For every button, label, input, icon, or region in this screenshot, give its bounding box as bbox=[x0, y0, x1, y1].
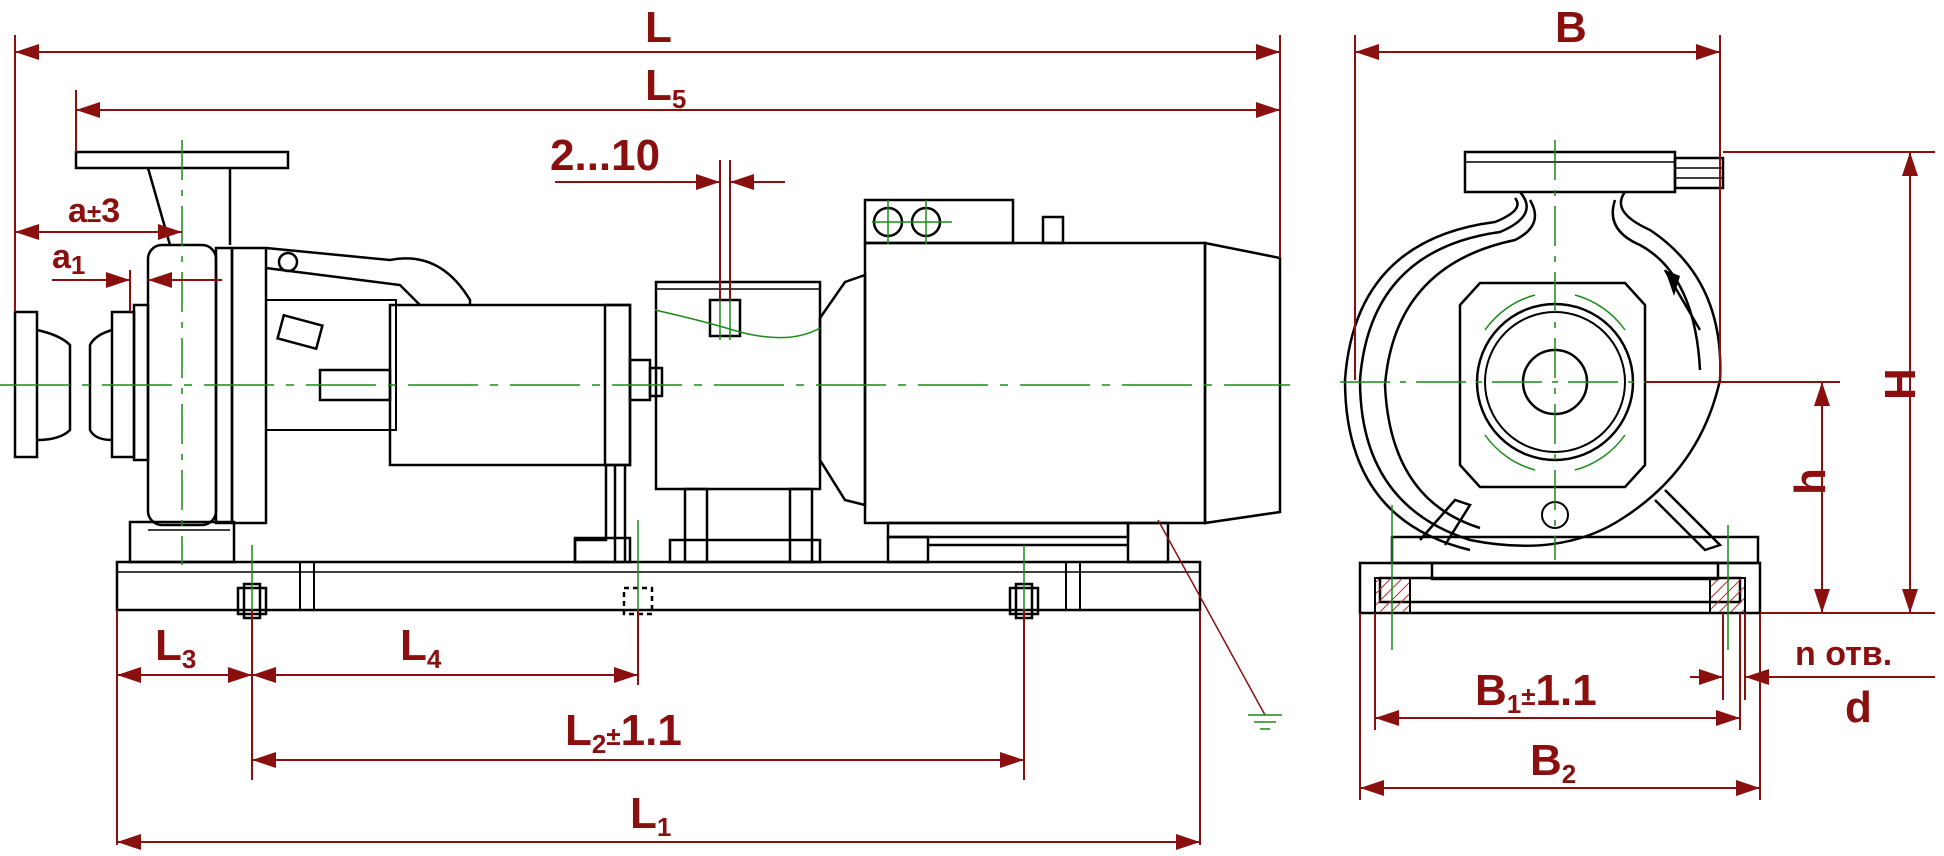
end-view-labels: B H h B1±1.1 B2 n отв. d bbox=[1475, 3, 1925, 789]
label-L3: L3 bbox=[155, 621, 196, 674]
label-d: d bbox=[1845, 683, 1872, 732]
label-holes: n отв. bbox=[1795, 635, 1892, 673]
label-B2: B2 bbox=[1530, 736, 1576, 789]
label-B: B bbox=[1555, 3, 1587, 52]
label-L5: L5 bbox=[645, 61, 686, 114]
motor-body bbox=[863, 241, 1207, 525]
end-discharge-flange bbox=[1463, 150, 1677, 194]
label-B1-tol: B1±1.1 bbox=[1475, 666, 1597, 719]
label-h: h bbox=[1786, 468, 1835, 495]
label-a-tol: a±3 bbox=[68, 192, 120, 230]
side-view-dimensions bbox=[14, 35, 1281, 850]
side-view-labels: L L5 2...10 a±3 a1 L3 L4 L2±1.1 L1 bbox=[52, 3, 686, 842]
label-L2-tol: L2±1.1 bbox=[565, 706, 682, 759]
label-L4: L4 bbox=[400, 621, 442, 674]
label-H: H bbox=[1876, 368, 1925, 400]
bearing-housing-end bbox=[1458, 281, 1647, 489]
label-gap: 2...10 bbox=[550, 131, 660, 180]
bearing-housing bbox=[265, 246, 472, 305]
end-view-dimensions bbox=[1354, 35, 1935, 800]
terminal-box bbox=[863, 198, 1015, 245]
volute-casing bbox=[1358, 191, 1722, 548]
end-base-frame bbox=[1358, 561, 1762, 615]
base-frame bbox=[115, 560, 1202, 612]
side-view-centerlines bbox=[0, 140, 1290, 730]
motor-end-cap bbox=[1203, 241, 1282, 525]
label-a1: a1 bbox=[52, 238, 85, 280]
end-view-centerlines bbox=[1340, 140, 1840, 650]
label-L1: L1 bbox=[630, 789, 671, 842]
motor-flange bbox=[818, 273, 867, 507]
label-L: L bbox=[645, 3, 672, 52]
